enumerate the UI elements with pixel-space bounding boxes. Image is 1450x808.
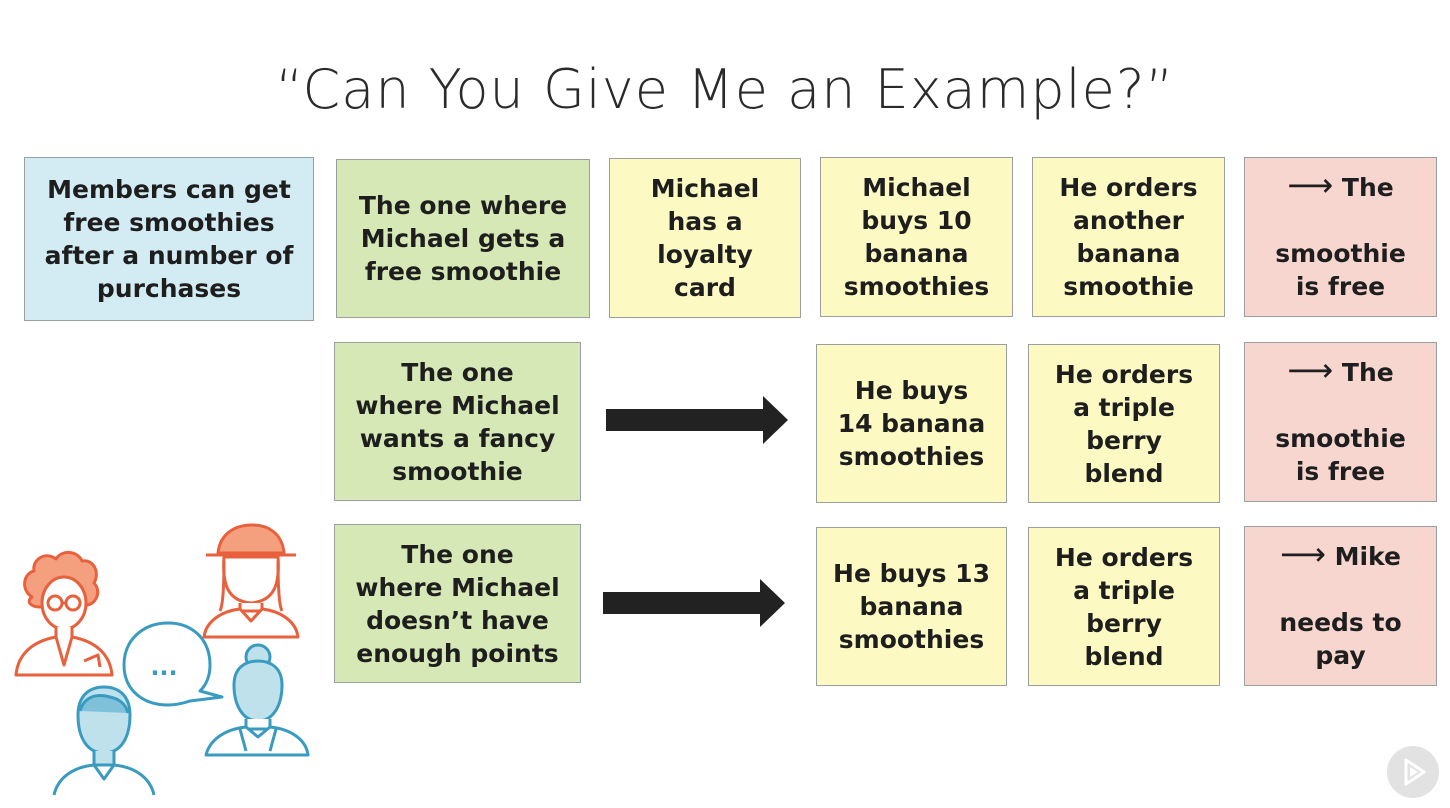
step-card-3-1: He buys 13 banana smoothies (816, 527, 1007, 686)
rule-card: Members can get free smoothies after a n… (24, 157, 314, 321)
outcome-card-3: ⟶ Mike needs to pay (1244, 526, 1437, 686)
outcome-card-1: ⟶ The smoothie is free (1244, 157, 1437, 317)
step-card-3-2: He orders a triple berry blend (1028, 527, 1220, 686)
step-card-1-1: Michael has a loyalty card (609, 158, 801, 318)
speech-bubble-icon: ... (122, 621, 224, 707)
person-curly-hair-glasses-icon (14, 551, 114, 677)
outcome-first-word: The (1341, 173, 1394, 202)
outcome-rest: needs to pay (1279, 608, 1402, 670)
outcome-rest: smoothie is free (1275, 424, 1406, 486)
step-card-1-2: Michael buys 10 banana smoothies (820, 157, 1013, 317)
play-button[interactable] (1387, 746, 1439, 798)
flow-arrow-icon (603, 579, 785, 627)
outcome-card-2: ⟶ The smoothie is free (1244, 342, 1437, 502)
arrow-icon: ⟶ (1287, 166, 1334, 204)
slide-title: “Can You Give Me an Example?” (275, 58, 1175, 121)
arrow-icon: ⟶ (1287, 351, 1334, 389)
example-card-3: The one where Michael doesn’t have enoug… (334, 524, 581, 683)
outcome-rest: smoothie is free (1275, 239, 1406, 301)
person-hat-icon (202, 523, 300, 639)
person-short-hair-icon (52, 685, 156, 796)
outcome-first-word: Mike (1334, 542, 1401, 571)
play-icon (1404, 758, 1426, 786)
speech-bubble-text: ... (150, 653, 177, 681)
arrow-icon: ⟶ (1280, 535, 1326, 573)
flow-arrow-icon (606, 396, 788, 444)
step-card-1-3: He orders another banana smoothie (1032, 157, 1225, 317)
outcome-first-word: The (1341, 358, 1394, 387)
step-card-2-2: He orders a triple berry blend (1028, 344, 1220, 503)
example-card-1: The one where Michael gets a free smooth… (336, 159, 590, 318)
step-card-2-1: He buys 14 banana smoothies (816, 344, 1007, 503)
person-bun-hair-icon (204, 643, 310, 757)
people-illustration: ... (14, 523, 310, 796)
example-card-2: The one where Michael wants a fancy smoo… (334, 342, 581, 501)
